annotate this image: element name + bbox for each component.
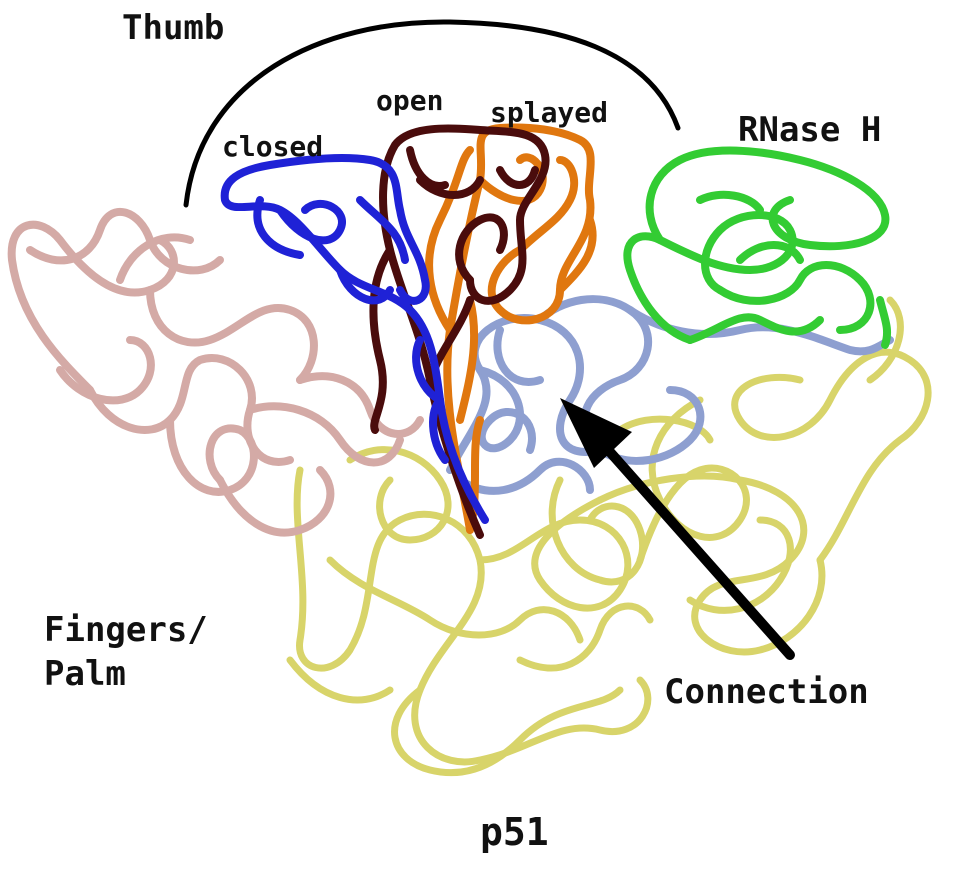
connection-label: Connection [664,672,869,712]
thumb-label: Thumb [122,8,224,48]
rnase-h-domain [627,151,887,345]
rnase-h-label: RNase H [738,110,881,150]
fingers-label-line2: Palm [44,652,208,696]
splayed-conformation-label: splayed [490,96,608,129]
fingers-palm-label: Fingers/ Palm [44,608,208,696]
fingers-label-line1: Fingers/ [44,608,208,652]
fingers-palm-domain [12,212,420,533]
closed-conformation-label: closed [222,130,323,163]
p51-label: p51 [480,810,549,854]
open-conformation-label: open [376,84,443,117]
